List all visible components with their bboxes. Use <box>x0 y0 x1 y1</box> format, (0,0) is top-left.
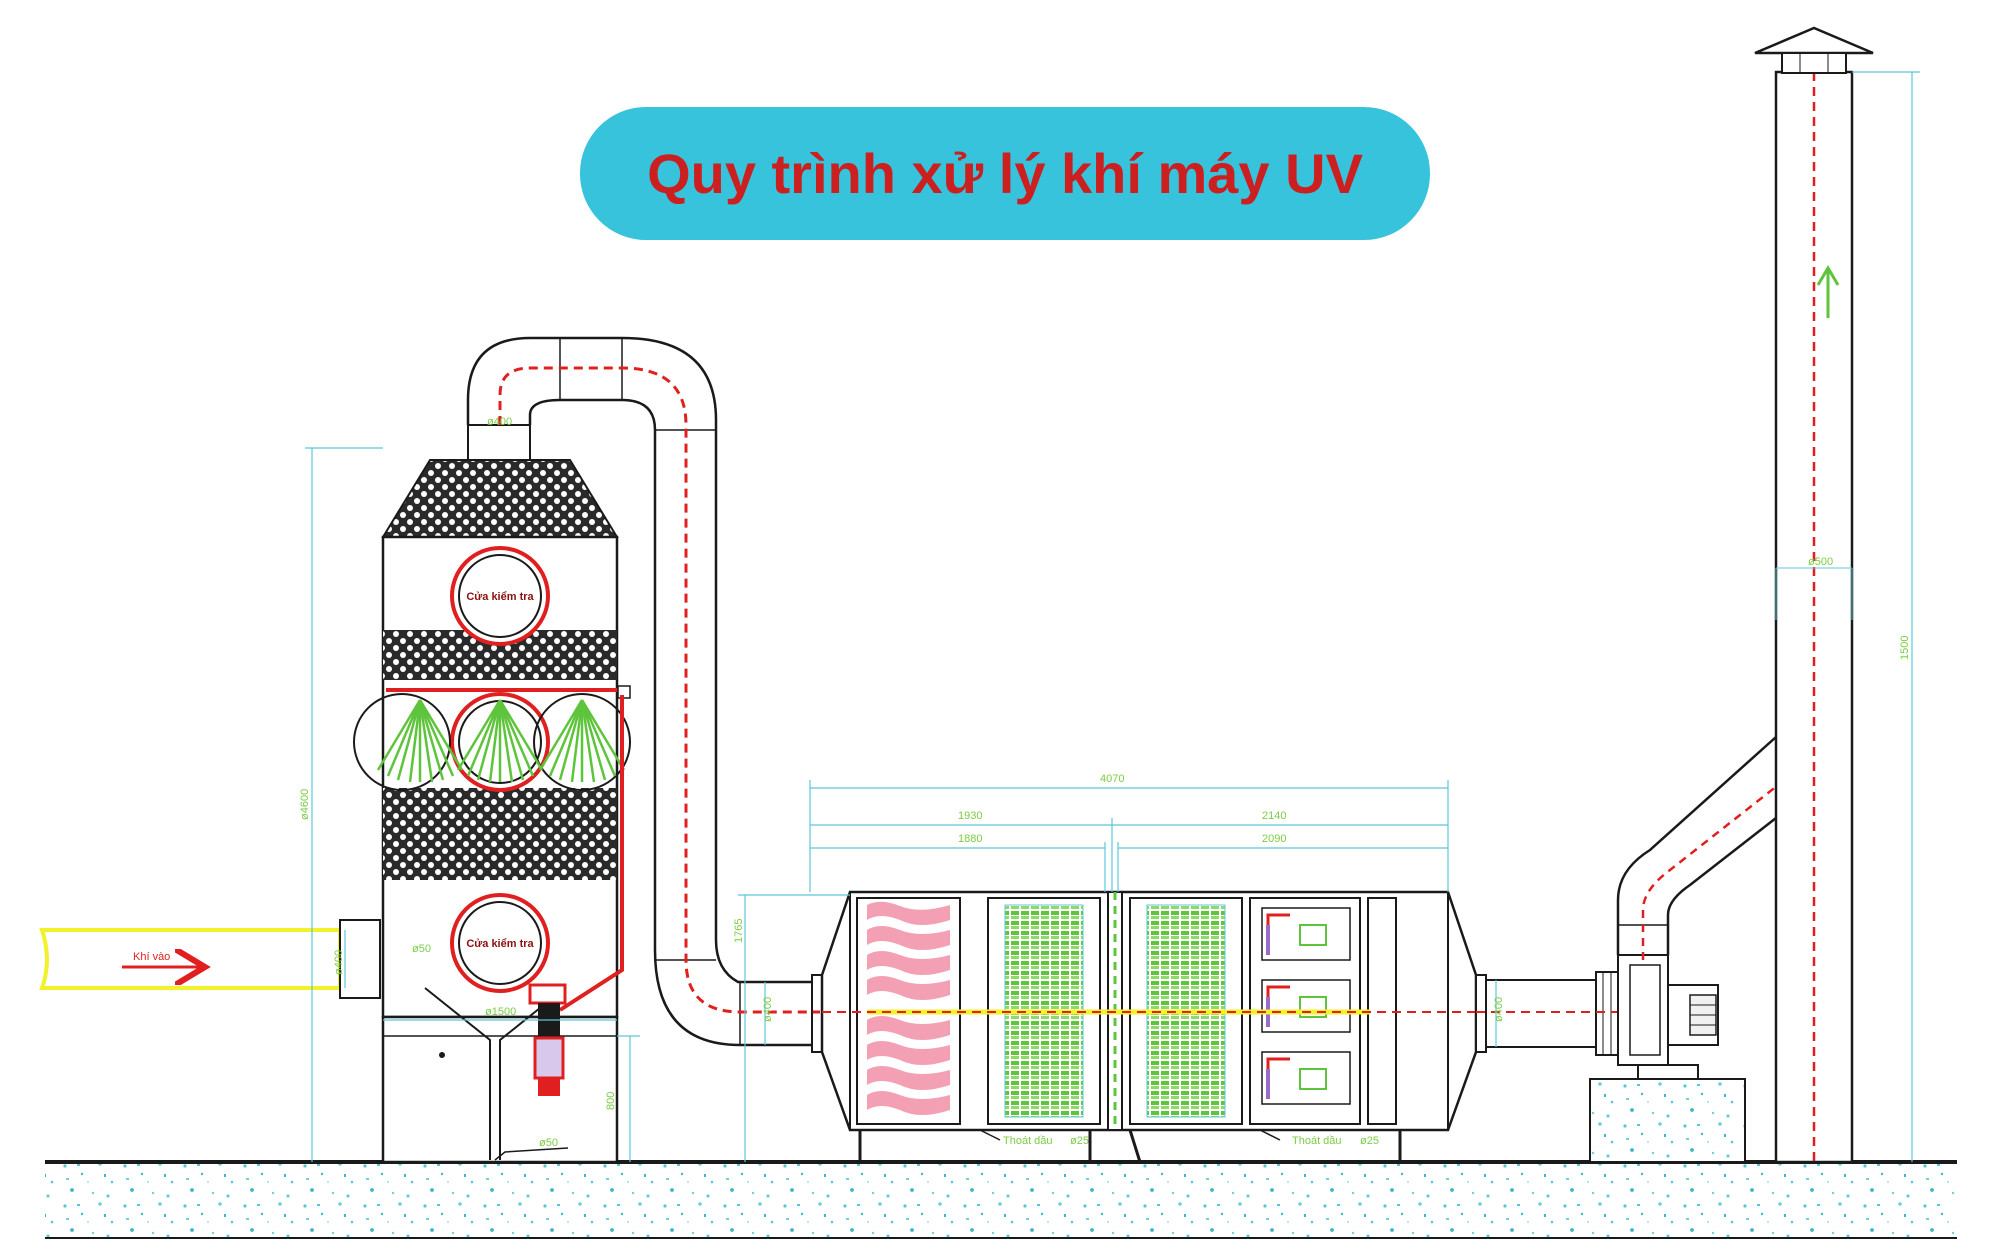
carbon-filter <box>867 901 950 1115</box>
uv-left-inner-dim: 1880 <box>958 833 982 845</box>
oil-drain-2-label: Thoát dầu <box>1292 1135 1342 1147</box>
uv-inlet-diameter-dim: ø400 <box>762 997 774 1022</box>
ground <box>45 1160 1957 1239</box>
pipe-50-b-dim: ø50 <box>539 1137 558 1149</box>
dimension-labels: ø4600 ø400 ø50 ø1500 ø50 800 1765 ø400 4… <box>299 636 1911 1149</box>
spray-nozzle-icon <box>376 699 464 783</box>
spray-nozzle-icon <box>456 699 544 783</box>
connecting-duct: ø400 <box>466 336 823 1053</box>
oil-drain-1-label: Thoát dầu <box>1003 1135 1053 1147</box>
uv-right-inner-dim: 2090 <box>1262 833 1286 845</box>
stack-height-dim: 1500 <box>1899 636 1911 660</box>
title-banner: Quy trình xử lý khí máy UV <box>580 107 1430 240</box>
fan-icon <box>1617 954 1719 1080</box>
drain-2-dim: ø25 <box>1360 1135 1379 1147</box>
outlet-duct-fan <box>1475 736 1811 1163</box>
uv-purifier: Thoát dầu ø25 Thoát dầu ø25 <box>820 890 1478 1163</box>
inspection-door-bottom-label: Cửa kiểm tra <box>466 938 534 950</box>
spray-nozzle-icon <box>538 699 626 783</box>
uv-left-outer-dim: 1930 <box>958 810 982 822</box>
tower-height-dim: ø4600 <box>299 789 311 820</box>
uv-outlet-diameter-dim: ø400 <box>1493 997 1505 1022</box>
pump-icon <box>528 983 567 1096</box>
base-height-dim: 800 <box>605 1092 617 1110</box>
inlet-label: Khí vào <box>133 951 170 963</box>
inlet-duct: Khí vào <box>39 919 381 999</box>
scrubber-tower: Cửa kiểm tra Cửa kiểm tra <box>353 424 631 1164</box>
up-arrow-icon <box>1816 265 1840 318</box>
uv-right-outer-dim: 2140 <box>1262 810 1286 822</box>
inspection-door-top-label: Cửa kiểm tra <box>466 591 534 603</box>
drain-1-dim: ø25 <box>1070 1135 1089 1147</box>
tower-diameter-dim: ø1500 <box>485 1006 516 1018</box>
dimension-lines <box>305 71 1920 1162</box>
page-title: Quy trình xử lý khí máy UV <box>647 142 1363 205</box>
pipe-50-a-dim: ø50 <box>412 943 431 955</box>
uv-inlet-height-dim: 1765 <box>733 919 745 943</box>
stack-diameter-dim: ø500 <box>1808 556 1833 568</box>
uv-total-length-dim: 4070 <box>1100 773 1124 785</box>
chimney-cap-icon <box>1754 26 1874 74</box>
exhaust-stack: ø500 <box>1754 26 1874 1164</box>
tower-outlet-dim: ø400 <box>487 416 512 428</box>
inlet-diameter-dim: ø400 <box>333 950 345 975</box>
uv-lamp-modules <box>1261 907 1351 1105</box>
